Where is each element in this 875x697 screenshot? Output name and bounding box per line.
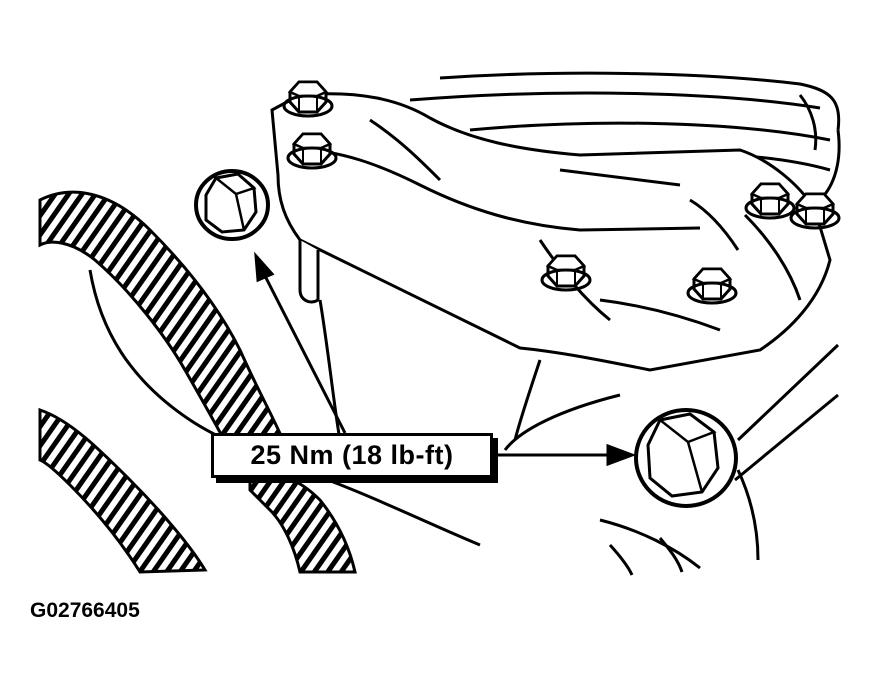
leader-lines [254, 251, 637, 467]
torque-spec-label: 25 Nm (18 lb-ft) [211, 433, 493, 478]
flange-bolt-left [194, 169, 270, 241]
flange-bolt-right [634, 343, 840, 508]
wiring-harness [38, 190, 357, 574]
engine-bracket [270, 92, 832, 372]
figure-id: G02766405 [30, 599, 140, 622]
